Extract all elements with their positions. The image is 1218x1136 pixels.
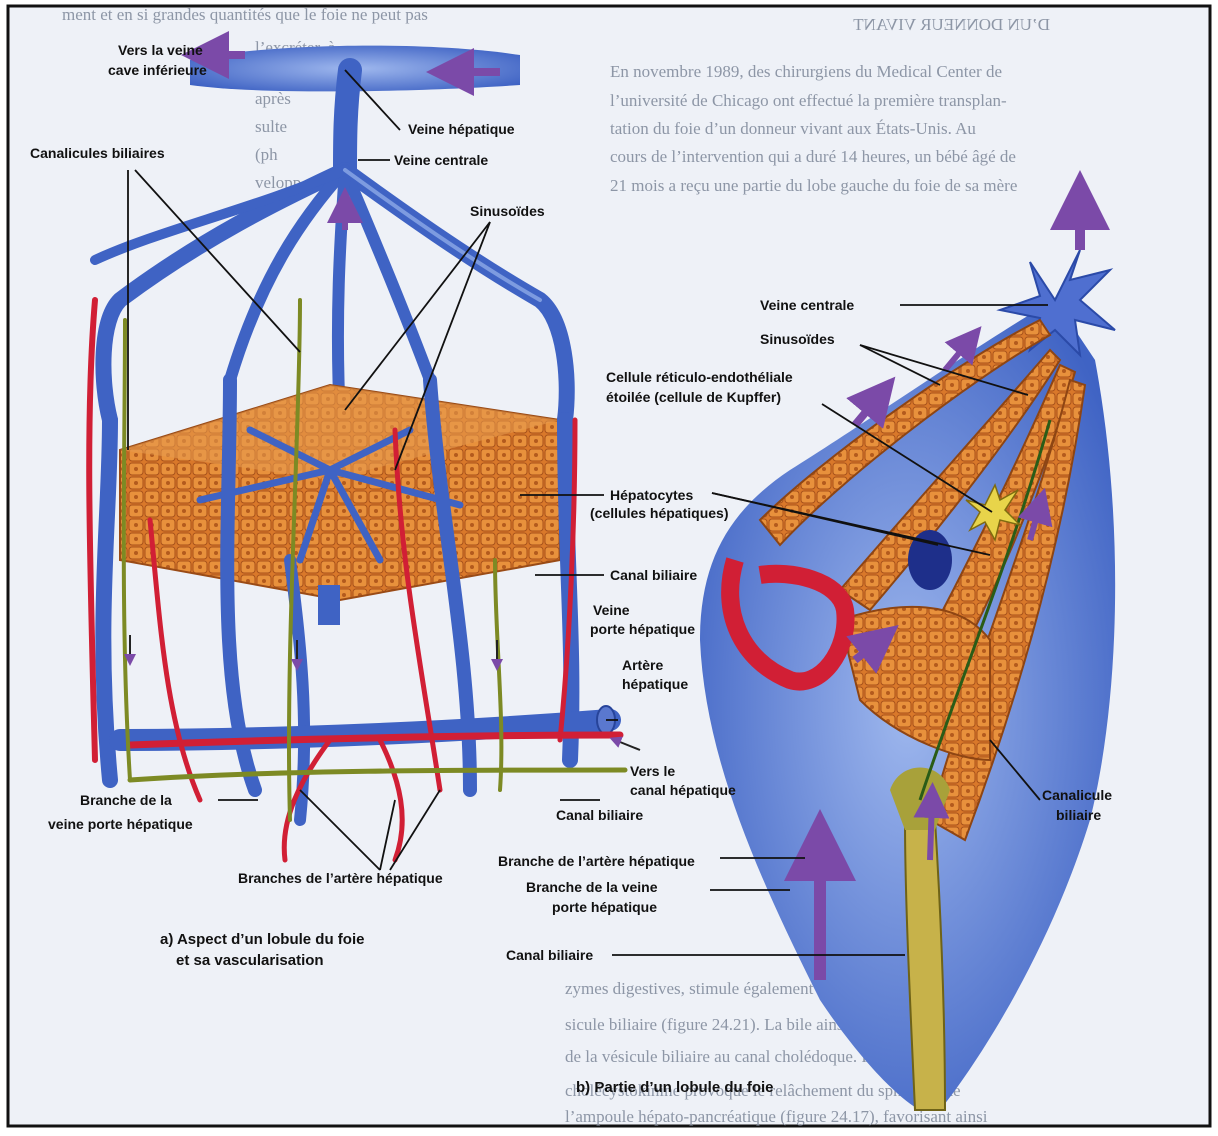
label-b-central-vein: Veine centrale xyxy=(760,297,854,313)
label-artery-branches: Branches de l’artère hépatique xyxy=(238,870,443,886)
label-portal-vein-2: porte hépatique xyxy=(590,621,695,637)
bg-left-line-3: après xyxy=(255,89,291,108)
label-to-hepatic-duct-2: canal hépatique xyxy=(630,782,736,798)
label-b-bile-duct: Canal biliaire xyxy=(506,947,593,963)
label-portal-branch-2: veine porte hépatique xyxy=(48,816,193,832)
label-b-canaliculus-1: Canalicule xyxy=(1042,787,1112,803)
label-bile-duct-lower: Canal biliaire xyxy=(556,807,643,823)
label-b-artery-branch: Branche de l’artère hépatique xyxy=(498,853,695,869)
bg-right-line-1: En novembre 1989, des chirurgiens du Med… xyxy=(610,62,1002,81)
label-b-kupffer-1: Cellule réticulo-endothéliale xyxy=(606,369,793,385)
bg-right-line-2: l’université de Chicago ont effectué la … xyxy=(610,91,1007,110)
label-b-canaliculus-2: biliaire xyxy=(1056,807,1101,823)
bg-right-line-3: tation du foie d’un donneur vivant aux É… xyxy=(610,119,976,138)
label-to-hepatic-duct-1: Vers le xyxy=(630,763,675,779)
label-hepatic-artery-1: Artère xyxy=(622,657,663,673)
caption-a-line1: a) Aspect d’un lobule du foie xyxy=(160,931,364,948)
label-central-vein: Veine centrale xyxy=(394,152,488,168)
label-hepatocytes-1: Hépatocytes xyxy=(610,487,693,503)
label-b-sinusoids: Sinusoïdes xyxy=(760,331,835,347)
label-portal-branch-1: Branche de la xyxy=(80,792,172,808)
label-b-portal-branch-1: Branche de la veine xyxy=(526,879,658,895)
hepatic-vein-shape xyxy=(345,70,350,170)
label-hepatic-artery-2: hépatique xyxy=(622,676,688,692)
label-b-kupffer-2: étoilée (cellule de Kupffer) xyxy=(606,389,781,405)
bg-right-line-5: 21 mois a reçu une partie du lobe gauche… xyxy=(610,176,1017,195)
label-portal-vein-1: Veine xyxy=(593,602,630,618)
bg-heading-mirrored: D’UN DONNEUR VIVANT xyxy=(853,15,1050,34)
label-vena-cava-2: cave inférieure xyxy=(108,62,207,78)
label-hepatic-vein: Veine hépatique xyxy=(408,121,515,137)
label-vena-cava-1: Vers la veine xyxy=(118,42,203,58)
caption-a-line2: et sa vascularisation xyxy=(176,952,324,969)
bg-right-line-4: cours de l’intervention qui a duré 14 he… xyxy=(610,147,1016,166)
bg-line-top-left: ment et en si grandes quantités que le f… xyxy=(62,5,428,24)
label-bile-duct: Canal biliaire xyxy=(610,567,697,583)
bg-left-line-4: sulte xyxy=(255,117,287,136)
label-b-portal-branch-2: porte hépatique xyxy=(552,899,657,915)
label-sinusoids: Sinusoïdes xyxy=(470,203,545,219)
bg-left-line-5: (ph xyxy=(255,145,278,164)
label-hepatocytes-2: (cellules hépatiques) xyxy=(590,505,728,521)
label-bile-canaliculi: Canalicules biliaires xyxy=(30,145,165,161)
caption-b: b) Partie d’un lobule du foie xyxy=(576,1079,774,1096)
